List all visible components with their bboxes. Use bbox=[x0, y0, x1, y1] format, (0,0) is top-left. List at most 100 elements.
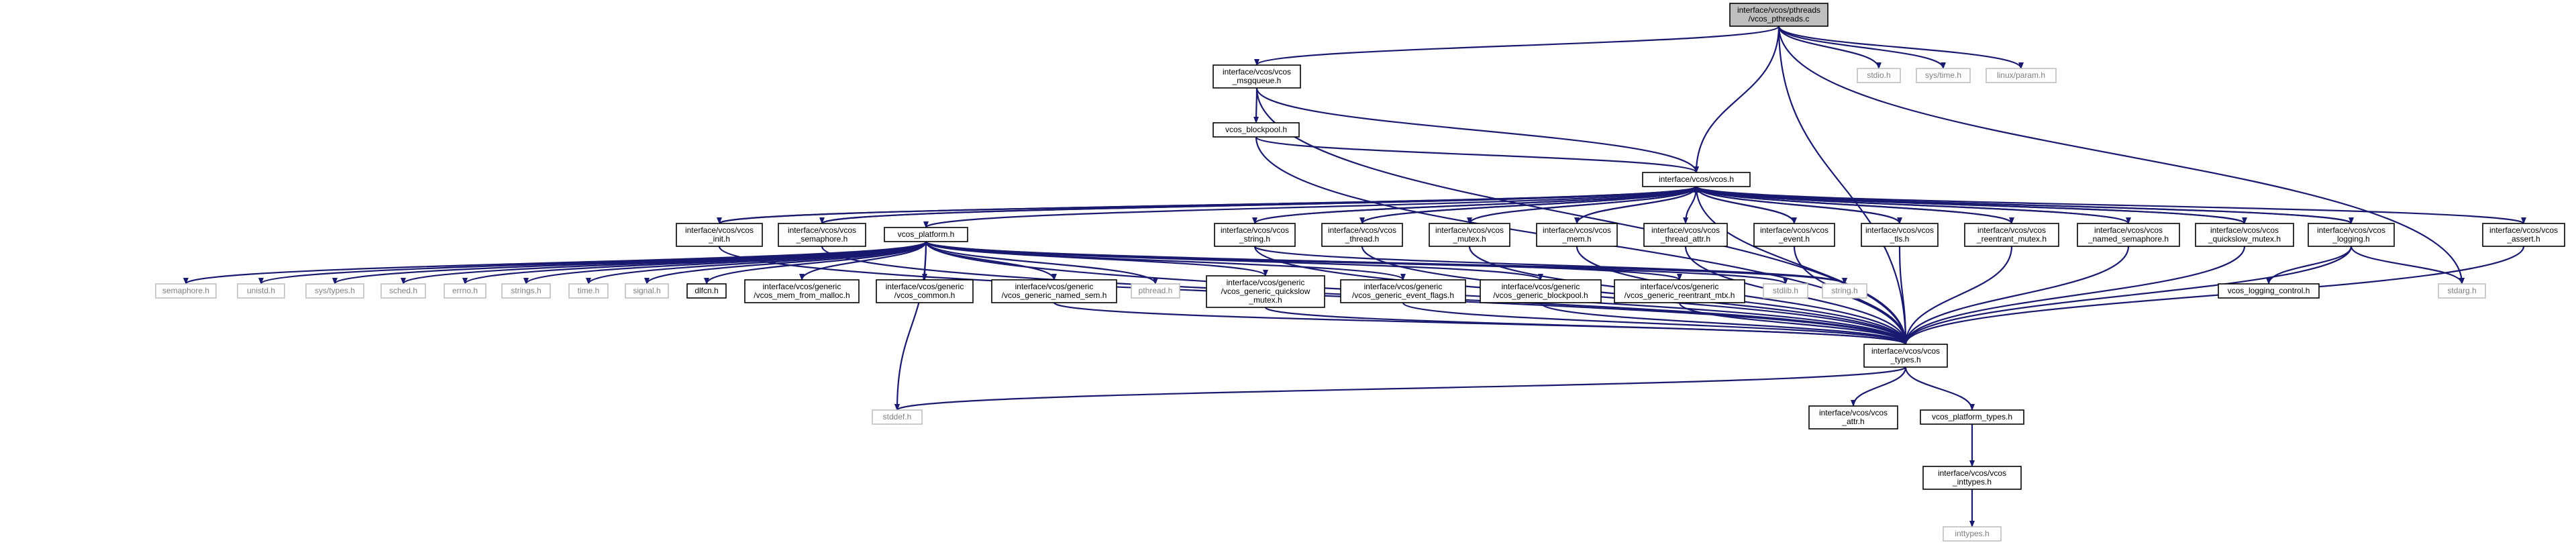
node-systypes: sys/types.h bbox=[305, 283, 364, 299]
edge-platform-to-pthread bbox=[925, 241, 1158, 285]
edge-semaphore-to-vcos bbox=[821, 185, 1699, 225]
node-dlfcn[interactable]: dlfcn.h bbox=[686, 283, 727, 299]
edge-tls-to-vcos bbox=[1694, 186, 1901, 224]
node-logging_control[interactable]: vcos_logging_control.h bbox=[2218, 283, 2320, 299]
node-label: vcos_blockpool.h bbox=[1225, 125, 1287, 134]
node-box bbox=[2077, 223, 2180, 247]
node-platform[interactable]: vcos_platform.h bbox=[884, 227, 968, 242]
node-label: interface/vcos/vcos bbox=[1435, 225, 1504, 235]
node-label: sys/time.h bbox=[1925, 70, 1961, 80]
node-box bbox=[444, 283, 486, 299]
node-root[interactable]: interface/vcos/pthreads/vcos_pthreads.c bbox=[1729, 3, 1828, 27]
node-logging[interactable]: interface/vcos/vcos_logging.h bbox=[2308, 223, 2395, 247]
node-label: string.h bbox=[1831, 286, 1857, 295]
node-init[interactable]: interface/vcos/vcos_init.h bbox=[676, 223, 763, 247]
node-reentrant[interactable]: interface/vcos/vcos_reentrant_mutex.h bbox=[1964, 223, 2059, 247]
node-box bbox=[1214, 223, 1296, 247]
node-quickslow[interactable]: interface/vcos/vcos_quickslow_mutex.h bbox=[2195, 223, 2294, 247]
node-label: _quickslow_mutex.h bbox=[2208, 234, 2281, 244]
node-thread[interactable]: interface/vcos/vcos_thread.h bbox=[1321, 223, 1403, 247]
node-box bbox=[1763, 283, 1808, 299]
node-box bbox=[568, 283, 609, 299]
node-named_sem[interactable]: interface/vcos/vcos_named_semaphore.h bbox=[2077, 223, 2180, 247]
node-tls[interactable]: interface/vcos/vcos_tls.h bbox=[1861, 223, 1939, 247]
edge-root-to-stdio bbox=[1778, 26, 1882, 69]
node-gen_common[interactable]: interface/vcos/generic/vcos_common.h bbox=[876, 279, 974, 303]
node-box bbox=[2308, 223, 2395, 247]
node-label: interface/vcos/generic bbox=[1502, 282, 1580, 291]
node-gen_named_sem[interactable]: interface/vcos/generic/vcos_generic_name… bbox=[991, 279, 1117, 303]
node-box bbox=[625, 283, 669, 299]
node-label: interface/vcos/vcos bbox=[685, 225, 754, 235]
node-platform_types[interactable]: vcos_platform_types.h bbox=[1920, 409, 2024, 425]
edge-reentrant-to-types bbox=[1903, 246, 2013, 345]
edge-types-to-attr bbox=[1851, 366, 1907, 407]
node-label: pthread.h bbox=[1139, 286, 1173, 295]
node-box bbox=[2195, 223, 2294, 247]
node-box bbox=[1321, 223, 1403, 247]
node-label: linux/param.h bbox=[1997, 70, 2045, 80]
node-assert[interactable]: interface/vcos/vcos_assert.h bbox=[2482, 223, 2565, 247]
node-gen_mem[interactable]: interface/vcos/generic/vcos_mem_from_mal… bbox=[744, 279, 860, 303]
edge-named_sem-to-vcos bbox=[1694, 185, 2130, 225]
node-label: dlfcn.h bbox=[694, 286, 718, 295]
node-label: interface/vcos/vcos bbox=[1865, 225, 1934, 235]
node-box bbox=[1643, 223, 1728, 247]
node-event[interactable]: interface/vcos/vcos_event.h bbox=[1753, 223, 1835, 247]
node-blockpool[interactable]: vcos_blockpool.h bbox=[1213, 122, 1300, 138]
node-strings: strings.h bbox=[501, 283, 551, 299]
node-gen_reentrant[interactable]: interface/vcos/generic/vcos_generic_reen… bbox=[1614, 279, 1745, 303]
node-mem[interactable]: interface/vcos/vcos_mem.h bbox=[1536, 223, 1618, 247]
node-label: vcos_platform.h bbox=[898, 230, 955, 239]
node-box bbox=[744, 279, 860, 303]
node-label: interface/vcos/generic bbox=[1015, 282, 1094, 291]
node-time: time.h bbox=[568, 283, 609, 299]
node-label: /vcos_mem_from_malloc.h bbox=[754, 291, 849, 300]
node-label: _string.h bbox=[1239, 234, 1270, 244]
node-thread_attr[interactable]: interface/vcos/vcos_thread_attr.h bbox=[1643, 223, 1728, 247]
node-box bbox=[876, 279, 974, 303]
node-label: _msgqueue.h bbox=[1232, 76, 1282, 85]
node-gen_event_flags[interactable]: interface/vcos/generic/vcos_generic_even… bbox=[1340, 279, 1466, 303]
node-label: interface/vcos/generic bbox=[1227, 278, 1305, 287]
node-semaphore_h: semaphore.h bbox=[155, 283, 217, 299]
edge-platform-to-time bbox=[586, 241, 927, 285]
node-label: interface/vcos/vcos bbox=[1871, 346, 1940, 356]
edge-msgqueue-to-vcos bbox=[1255, 87, 1699, 173]
edge-types-to-platform_types bbox=[1904, 366, 1975, 411]
node-attr[interactable]: interface/vcos/vcos_attr.h bbox=[1808, 405, 1898, 430]
node-box bbox=[1729, 3, 1828, 27]
node-mutex[interactable]: interface/vcos/vcos_mutex.h bbox=[1429, 223, 1510, 247]
node-label: /vcos_pthreads.c bbox=[1749, 14, 1810, 23]
node-label: _inttypes.h bbox=[1952, 477, 1992, 487]
node-label: _thread.h bbox=[1345, 234, 1380, 244]
node-box bbox=[2482, 223, 2565, 247]
node-label: interface/vcos/vcos.h bbox=[1659, 174, 1734, 184]
node-label: _types.h bbox=[1890, 355, 1920, 364]
node-string_h[interactable]: interface/vcos/vcos_string.h bbox=[1214, 223, 1296, 247]
edge-platform-to-gen_event_flags bbox=[925, 240, 1406, 281]
edge-string_h-to-vcos bbox=[1253, 185, 1699, 225]
node-semaphore[interactable]: interface/vcos/vcos_semaphore.h bbox=[778, 223, 866, 247]
node-errno: errno.h bbox=[444, 283, 486, 299]
edge-gen_reentrant-to-types bbox=[1678, 302, 1908, 345]
node-label: strings.h bbox=[511, 286, 541, 295]
node-box bbox=[778, 223, 866, 247]
node-types[interactable]: interface/vcos/vcos_types.h bbox=[1863, 344, 1948, 368]
edge-root-to-msgqueue bbox=[1254, 25, 1780, 66]
edge-platform-to-dlfcn bbox=[704, 241, 927, 285]
node-inttypes_v[interactable]: interface/vcos/vcos_inttypes.h bbox=[1922, 466, 2022, 490]
node-string: string.h bbox=[1822, 283, 1867, 299]
node-gen_quickslow[interactable]: interface/vcos/generic/vcos_generic_quic… bbox=[1206, 275, 1325, 308]
node-msgqueue[interactable]: interface/vcos/vcos_msgqueue.h bbox=[1213, 64, 1301, 89]
edge-init-to-vcos bbox=[718, 185, 1699, 225]
node-label: interface/vcos/vcos bbox=[1977, 225, 2046, 235]
node-label: interface/vcos/vcos bbox=[1760, 225, 1828, 235]
edge-quickslow-to-types bbox=[1903, 246, 2246, 345]
node-label: _semaphore.h bbox=[796, 234, 848, 244]
node-label: /vcos_generic_quickslow bbox=[1221, 287, 1310, 296]
node-box bbox=[1964, 223, 2059, 247]
node-vcos[interactable]: interface/vcos/vcos.h bbox=[1642, 172, 1751, 187]
node-label: interface/vcos/generic bbox=[886, 282, 964, 291]
node-gen_blockpool[interactable]: interface/vcos/generic/vcos_generic_bloc… bbox=[1480, 279, 1602, 303]
